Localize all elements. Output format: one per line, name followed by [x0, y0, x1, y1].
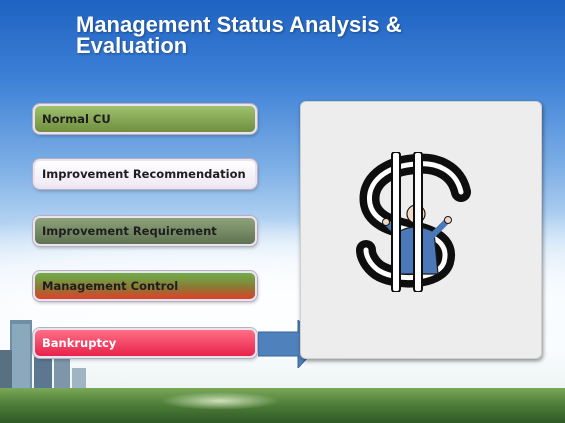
status-management-control[interactable]: Management Control — [33, 271, 257, 301]
status-improvement-requirement[interactable]: Improvement Requirement — [33, 216, 257, 246]
grass-strip — [0, 388, 565, 423]
status-improvement-recommendation[interactable]: Improvement Recommendation — [33, 159, 257, 189]
grass-highlight — [160, 392, 280, 410]
slide-title: Management Status Analysis & Evaluation — [76, 12, 402, 58]
dollar-sign-jail-clipart-icon — [356, 152, 471, 292]
status-normal-cu[interactable]: Normal CU — [33, 104, 257, 134]
status-bankruptcy[interactable]: Bankruptcy — [33, 328, 257, 358]
